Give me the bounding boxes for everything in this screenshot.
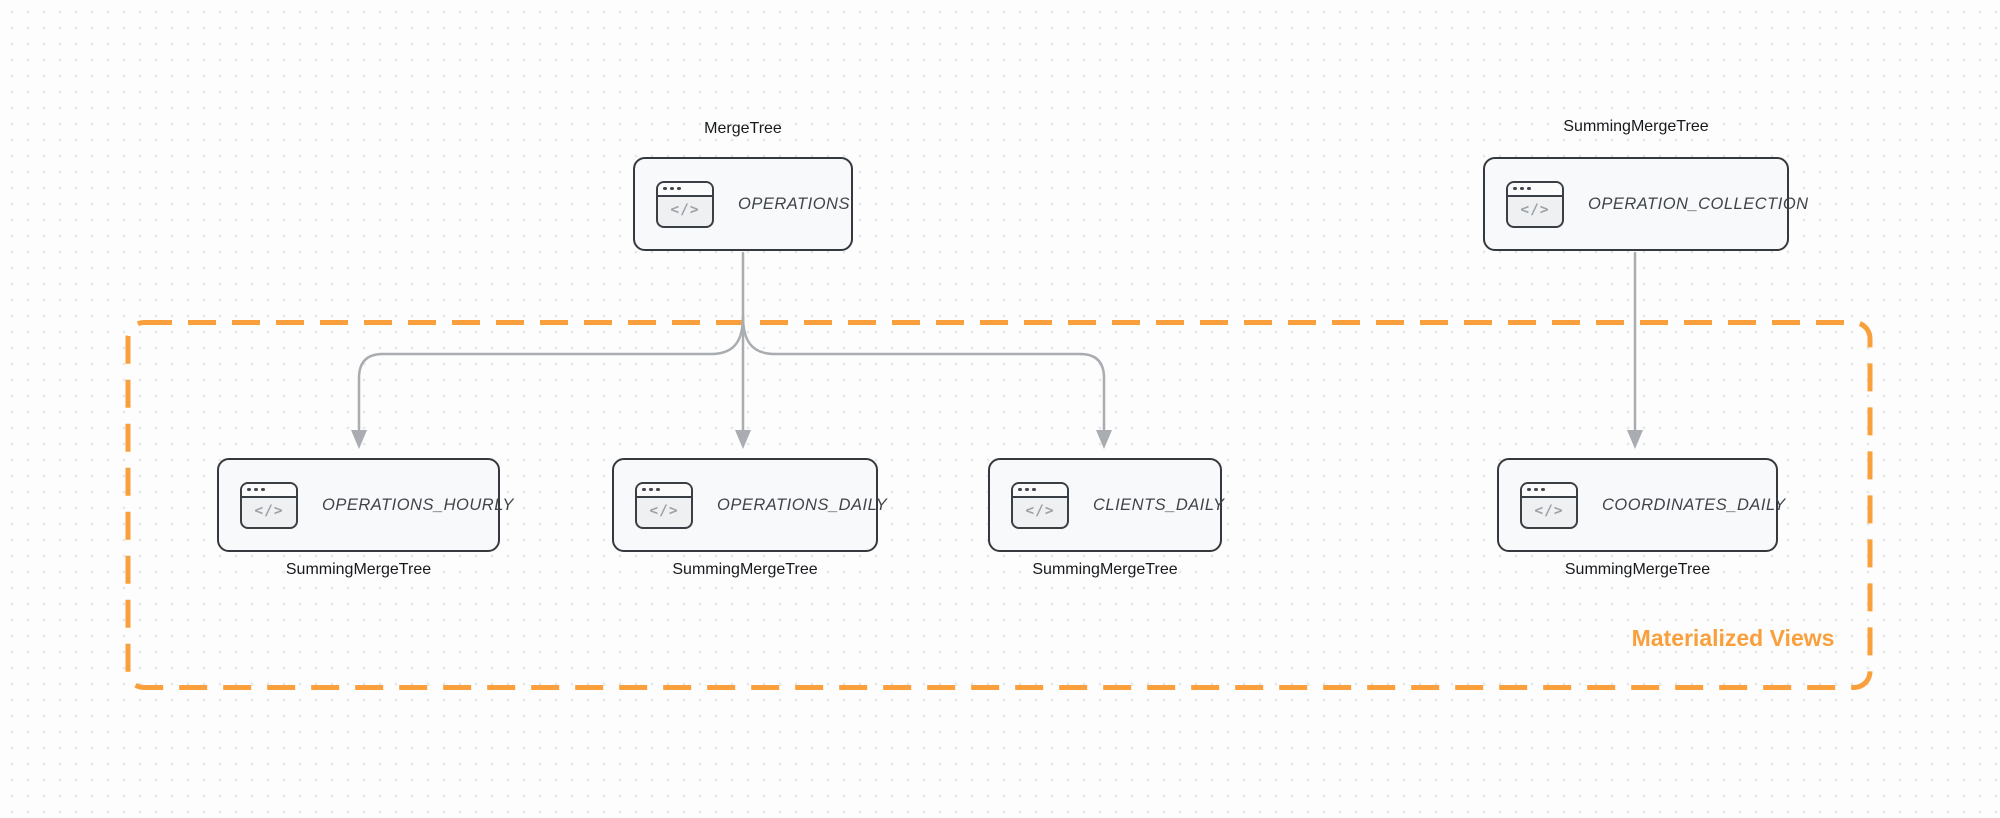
- node-name: OPERATIONS_HOURLY: [322, 495, 514, 514]
- code-window-icon: </>: [656, 180, 714, 228]
- window-dot: [1513, 186, 1517, 191]
- code-window-icon: </>: [635, 481, 693, 529]
- window-titlebar: [658, 182, 712, 197]
- node-clients-daily: </> CLIENTS_DAILY: [988, 458, 1225, 552]
- materialized-views-group-label: Materialized Views: [1631, 625, 1835, 651]
- window-dot: [1541, 487, 1545, 492]
- engine-label-clients-daily: SummingMergeTree: [1032, 561, 1178, 578]
- window-titlebar: [242, 483, 296, 498]
- node-name: OPERATIONS: [738, 194, 850, 213]
- window-dot: [663, 186, 667, 191]
- arrowhead-clients-daily: [1096, 430, 1112, 449]
- node-name: OPERATION_COLLECTION: [1588, 194, 1809, 213]
- code-window-icon: </>: [1011, 481, 1069, 529]
- node-name: OPERATIONS_DAILY: [717, 495, 888, 514]
- window-titlebar: [1013, 483, 1067, 498]
- engine-label-coordinates-daily: SummingMergeTree: [1564, 561, 1711, 578]
- engine-label-operation-collection: SummingMergeTree: [1563, 118, 1709, 135]
- window-dot: [1018, 487, 1022, 492]
- code-icon: </>: [1534, 503, 1564, 519]
- node-operations-daily: </> OPERATIONS_DAILY: [612, 458, 887, 552]
- node-operations-hourly: </> OPERATIONS_HOURLY: [217, 458, 513, 552]
- code-icon: </>: [1025, 503, 1055, 519]
- window-dot: [1527, 186, 1531, 191]
- node-name: CLIENTS_DAILY: [1093, 495, 1225, 514]
- window-dot: [247, 487, 251, 492]
- arrowhead-operations-daily: [735, 430, 751, 449]
- engine-label-operations-hourly: SummingMergeTree: [285, 561, 432, 578]
- node-name: COORDINATES_DAILY: [1602, 495, 1786, 514]
- window-dot: [670, 186, 674, 191]
- code-icon: </>: [254, 503, 284, 519]
- arrowhead-operations-hourly: [351, 430, 367, 449]
- node-operation-collection: </> OPERATION_COLLECTION: [1483, 157, 1808, 251]
- code-icon: </>: [1520, 202, 1550, 218]
- window-dot: [649, 487, 653, 492]
- window-titlebar: [1508, 182, 1562, 197]
- code-icon: </>: [670, 202, 700, 218]
- window-dot: [254, 487, 258, 492]
- arrowhead-coordinates-daily: [1627, 430, 1643, 449]
- window-dot: [1520, 186, 1524, 191]
- node-coordinates-daily: </> COORDINATES_DAILY: [1497, 458, 1785, 552]
- code-window-icon: </>: [240, 481, 298, 529]
- code-window-icon: </>: [1520, 481, 1578, 529]
- window-dot: [677, 186, 681, 191]
- engine-label-operations-daily: SummingMergeTree: [672, 561, 818, 578]
- window-dot: [1025, 487, 1029, 492]
- window-titlebar: [637, 483, 691, 498]
- window-dot: [1527, 487, 1531, 492]
- code-icon: </>: [649, 503, 679, 519]
- window-dot: [1534, 487, 1538, 492]
- edge-operations-to-clients-daily: [741, 314, 1106, 431]
- window-dot: [656, 487, 660, 492]
- window-dot: [1032, 487, 1036, 492]
- code-window-icon: </>: [1506, 180, 1564, 228]
- engine-label-operations: MergeTree: [704, 120, 782, 137]
- node-operations: </> OPERATIONS: [633, 157, 853, 251]
- edge-operations-to-operations-hourly: [357, 314, 745, 431]
- window-titlebar: [1522, 483, 1576, 498]
- window-dot: [261, 487, 265, 492]
- window-dot: [642, 487, 646, 492]
